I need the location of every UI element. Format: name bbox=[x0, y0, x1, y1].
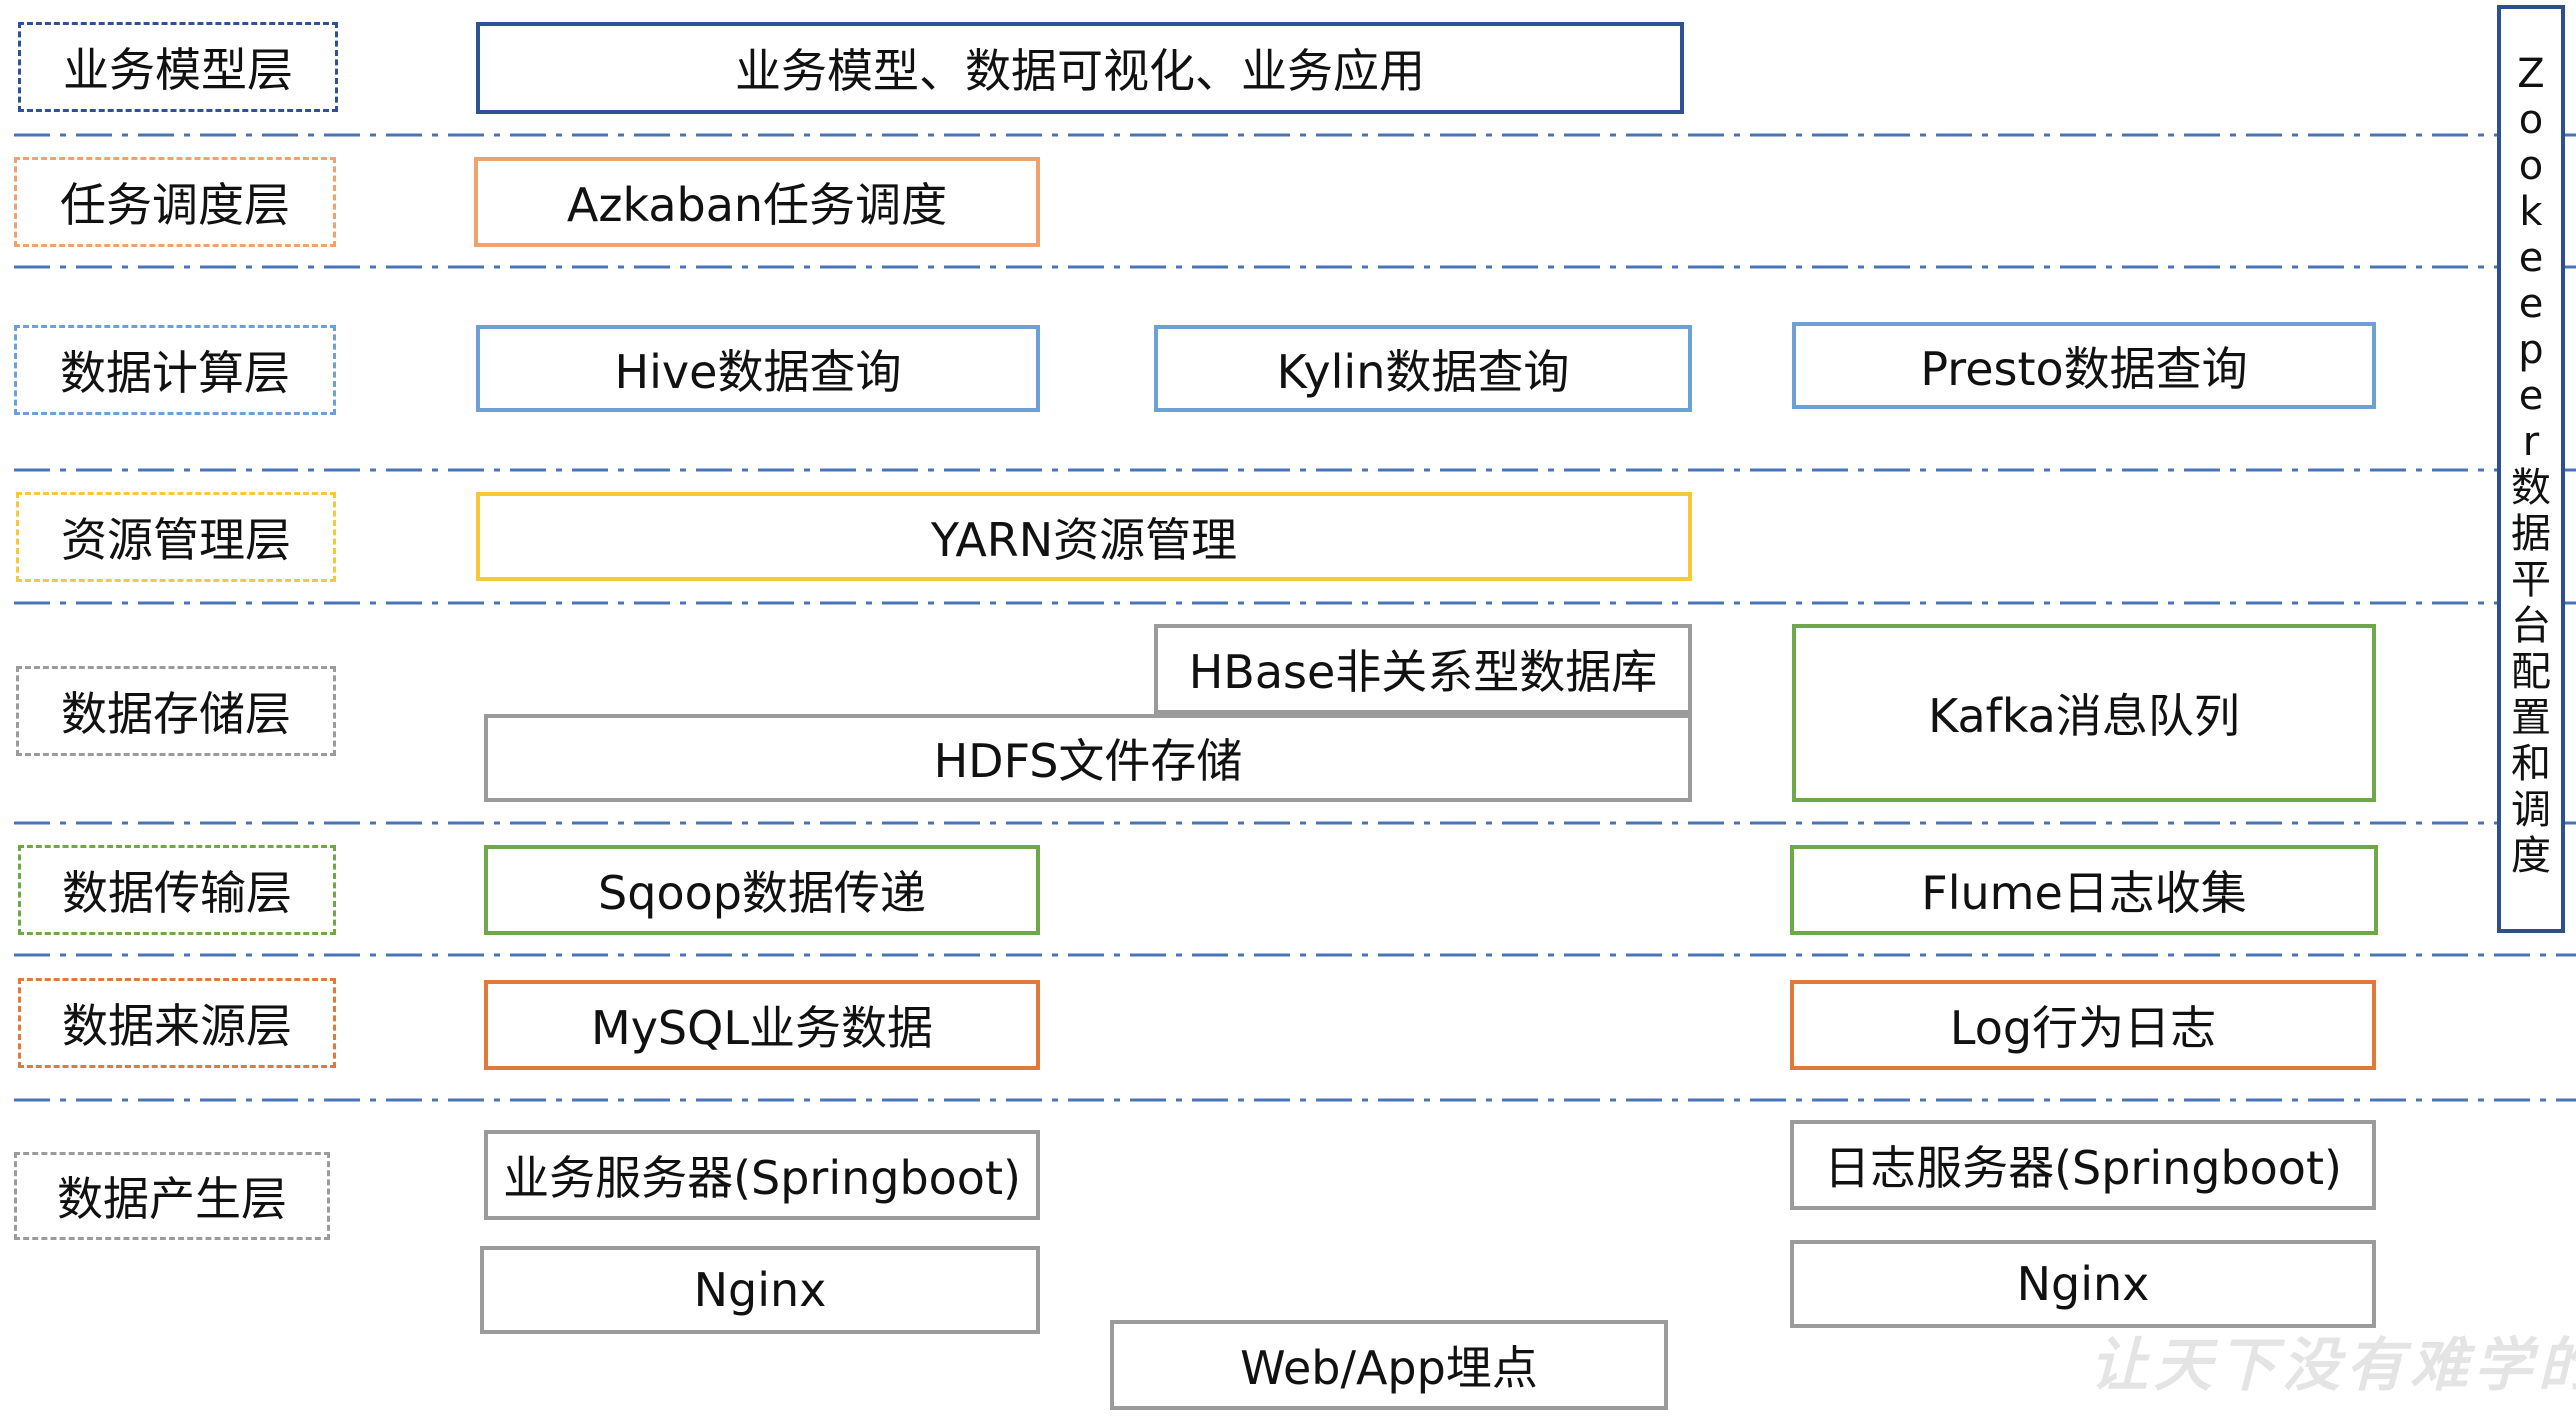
zookeeper-char: 平 bbox=[2511, 557, 2551, 603]
zookeeper-char: k bbox=[2519, 189, 2543, 235]
zookeeper-char: 配 bbox=[2511, 649, 2551, 695]
hbase-text: HBase非关系型数据库 bbox=[1188, 645, 1658, 699]
zookeeper-char: o bbox=[2518, 143, 2544, 189]
zookeeper-char: e bbox=[2518, 281, 2544, 327]
azkaban-text: Azkaban任务调度 bbox=[566, 178, 948, 232]
flume-text: Flume日志收集 bbox=[1921, 866, 2247, 920]
zookeeper-char: r bbox=[2522, 419, 2540, 465]
nginx-left-text: Nginx bbox=[693, 1263, 827, 1317]
mysql-text: MySQL业务数据 bbox=[591, 1001, 933, 1055]
zookeeper-char: o bbox=[2518, 97, 2544, 143]
biz-server-text: 业务服务器(Springboot) bbox=[503, 1151, 1021, 1205]
flume-box: Flume日志收集 bbox=[1790, 845, 2378, 935]
nginx-right-text: Nginx bbox=[2016, 1257, 2150, 1311]
layer-label-text: 数据传输层 bbox=[62, 866, 292, 920]
zookeeper-char: 调 bbox=[2511, 787, 2551, 833]
layer-label-data-transfer: 数据传输层 bbox=[18, 845, 336, 935]
layer-label-resource-management: 资源管理层 bbox=[16, 492, 336, 582]
hive-box: Hive数据查询 bbox=[476, 325, 1040, 412]
biz-server-box: 业务服务器(Springboot) bbox=[484, 1130, 1040, 1220]
log-text: Log行为日志 bbox=[1949, 1001, 2217, 1055]
layer-label-data-storage: 数据存储层 bbox=[16, 666, 336, 756]
layer-label-text: 数据存储层 bbox=[61, 687, 291, 741]
web-app-text: Web/App埋点 bbox=[1240, 1341, 1538, 1395]
zookeeper-char: e bbox=[2518, 373, 2544, 419]
layer-label-text: 数据来源层 bbox=[62, 999, 292, 1053]
zookeeper-bar: Z o o k e e p e r 数 据 平 台 配 置 和 调 度 bbox=[2497, 5, 2565, 933]
layer-label-text: 数据计算层 bbox=[60, 346, 290, 400]
hdfs-text: HDFS文件存储 bbox=[933, 734, 1243, 788]
layer-label-data-generation: 数据产生层 bbox=[14, 1152, 330, 1240]
layer-label-text: 数据产生层 bbox=[57, 1172, 287, 1226]
business-model-text: 业务模型、数据可视化、业务应用 bbox=[735, 44, 1425, 98]
sqoop-text: Sqoop数据传递 bbox=[598, 866, 926, 920]
hdfs-box: HDFS文件存储 bbox=[484, 714, 1692, 802]
log-box: Log行为日志 bbox=[1790, 980, 2376, 1070]
web-app-box: Web/App埋点 bbox=[1110, 1320, 1668, 1410]
layer-label-text: 业务模型层 bbox=[63, 43, 293, 97]
layer-label-business-model: 业务模型层 bbox=[18, 22, 338, 112]
zookeeper-char: p bbox=[2518, 327, 2544, 373]
presto-text: Presto数据查询 bbox=[1920, 341, 2248, 396]
business-model-box: 业务模型、数据可视化、业务应用 bbox=[476, 22, 1684, 114]
kafka-text: Kafka消息队列 bbox=[1928, 689, 2240, 743]
layer-label-text: 资源管理层 bbox=[61, 513, 291, 567]
watermark: 让天下没有难学的 bbox=[2090, 1331, 2576, 1399]
nginx-right-box: Nginx bbox=[1790, 1240, 2376, 1328]
layer-label-data-compute: 数据计算层 bbox=[14, 325, 336, 415]
kylin-box: Kylin数据查询 bbox=[1154, 325, 1692, 412]
azkaban-box: Azkaban任务调度 bbox=[474, 157, 1040, 247]
kylin-text: Kylin数据查询 bbox=[1276, 344, 1570, 399]
log-server-text: 日志服务器(Springboot) bbox=[1824, 1141, 2342, 1195]
zookeeper-char: Z bbox=[2517, 51, 2545, 97]
hbase-box: HBase非关系型数据库 bbox=[1154, 624, 1692, 714]
kafka-box: Kafka消息队列 bbox=[1792, 624, 2376, 802]
zookeeper-char: 和 bbox=[2511, 741, 2551, 787]
zookeeper-char: e bbox=[2518, 235, 2544, 281]
zookeeper-char: 置 bbox=[2511, 695, 2551, 741]
hive-text: Hive数据查询 bbox=[614, 344, 902, 399]
zookeeper-char: 度 bbox=[2511, 833, 2551, 879]
zookeeper-char: 数 bbox=[2511, 465, 2551, 511]
mysql-box: MySQL业务数据 bbox=[484, 980, 1040, 1070]
yarn-box: YARN资源管理 bbox=[476, 492, 1692, 581]
zookeeper-char: 据 bbox=[2511, 511, 2551, 557]
yarn-text: YARN资源管理 bbox=[930, 512, 1238, 567]
sqoop-box: Sqoop数据传递 bbox=[484, 845, 1040, 935]
zookeeper-char: 台 bbox=[2511, 603, 2551, 649]
log-server-box: 日志服务器(Springboot) bbox=[1790, 1120, 2376, 1210]
layer-label-task-scheduling: 任务调度层 bbox=[14, 157, 336, 247]
nginx-left-box: Nginx bbox=[480, 1246, 1040, 1334]
presto-box: Presto数据查询 bbox=[1792, 322, 2376, 409]
layer-label-data-source: 数据来源层 bbox=[18, 978, 336, 1068]
layer-label-text: 任务调度层 bbox=[60, 178, 290, 232]
